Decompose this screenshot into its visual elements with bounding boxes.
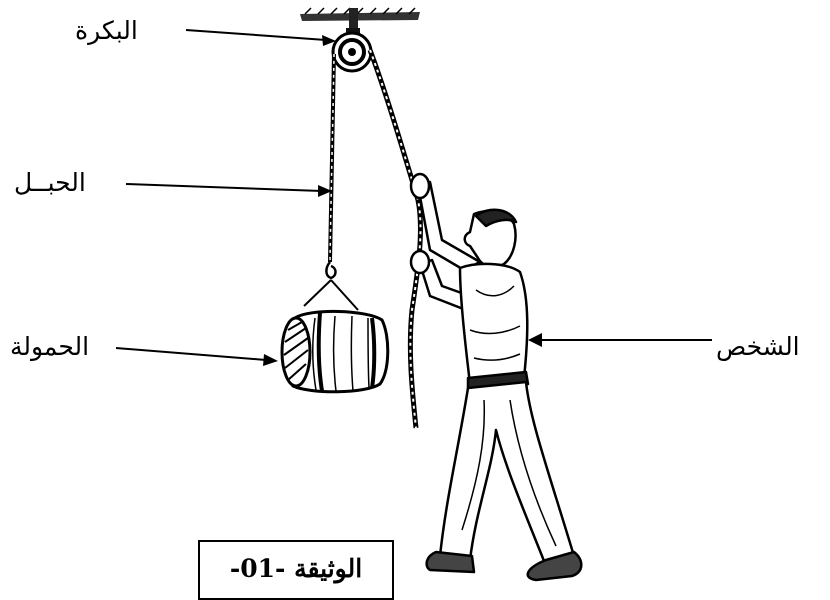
person-legs [438,380,576,568]
person-shoe-left [425,550,476,574]
person [409,172,583,582]
label-person: الشخص [716,332,800,361]
barrel [280,310,390,394]
person-torso [458,262,529,386]
pulley-wheel [331,28,373,73]
pointer-arrows [115,29,712,366]
document-caption: الوثيقة -01- [229,554,363,583]
label-rope: الحبــل [14,168,86,197]
person-arm-upper [416,180,482,272]
arrow-pulley [185,29,327,41]
document-caption-box: الوثيقة -01- [198,540,394,600]
label-load: الحمولة [10,332,90,361]
rope-right [367,49,423,429]
person-shoe-right [526,550,583,582]
arrow-load [115,347,267,361]
rope-left [303,53,359,311]
ceiling-mount [300,7,420,30]
label-pulley: البكرة [75,16,138,45]
arrow-rope [125,183,323,192]
